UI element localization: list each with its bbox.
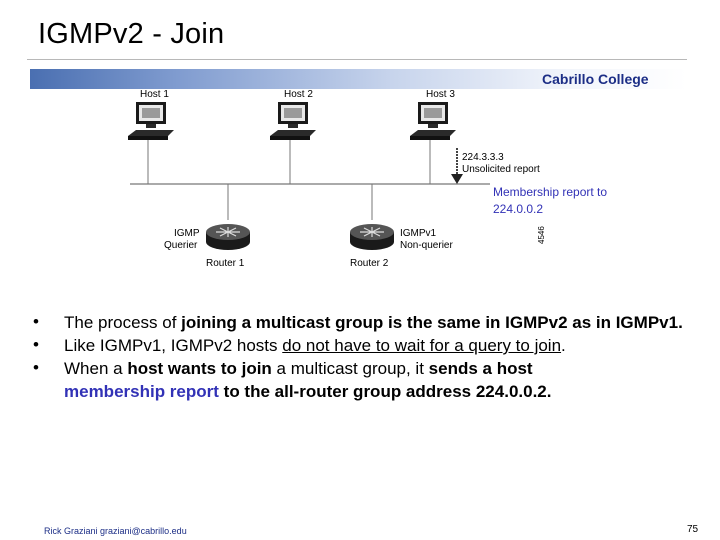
page-number: 75 xyxy=(687,524,699,535)
bullet3-text2: a multicast group, it xyxy=(271,359,429,378)
bullet1-bold-text: joining a multicast group is the same in… xyxy=(181,313,683,332)
bullet2-underlined-text: do not have to wait for a query to join xyxy=(282,336,562,355)
footer-author: Rick Graziani graziani@cabrillo.edu xyxy=(44,526,187,536)
bullet-item: • The process of joining a multicast gro… xyxy=(33,311,700,334)
title-divider xyxy=(27,59,687,60)
router1-label: Router 1 xyxy=(206,258,245,269)
host1-label: Host 1 xyxy=(140,89,169,100)
header-banner xyxy=(30,69,687,89)
bullet-list: • The process of joining a multicast gro… xyxy=(33,311,700,403)
report-address-label: 224.3.3.3 xyxy=(462,152,504,163)
bullet3-bold2: sends a host xyxy=(428,359,533,378)
college-name: Cabrillo College xyxy=(542,71,649,87)
bullet1-text: The process of xyxy=(64,313,182,332)
router2-icon xyxy=(350,224,394,250)
network-diagram: Host 1 Host 2 Host 3 224.3.3.3 Unsolicit… xyxy=(110,88,560,288)
bullet-dot-icon: • xyxy=(33,358,39,377)
bullet3-bold3: to the all-router group address 224.0.0.… xyxy=(218,382,552,401)
report-arrow-icon xyxy=(451,148,463,184)
membership-report-annotation: Membership report to 224.0.0.2 xyxy=(493,184,683,218)
bullet-item: • When a host wants to join a multicast … xyxy=(33,357,700,403)
bullet-item: • Like IGMPv1, IGMPv2 hosts do not have … xyxy=(33,334,700,357)
report-type-label: Unsolicited report xyxy=(462,164,540,175)
bullet2-end: . xyxy=(561,336,566,355)
querier-label: Querier xyxy=(164,240,198,251)
host2-label: Host 2 xyxy=(284,89,313,100)
host1-workstation-icon xyxy=(128,102,174,140)
bullet-dot-icon: • xyxy=(33,335,39,354)
bullet3-bold1: host wants to join xyxy=(127,359,272,378)
bullet3-highlight: membership report xyxy=(64,382,219,401)
figure-id-label: 4546 xyxy=(537,226,546,244)
host2-workstation-icon xyxy=(270,102,316,140)
router1-icon xyxy=(206,224,250,250)
bullet-dot-icon: • xyxy=(33,312,39,331)
nonquerier-label: Non-querier xyxy=(400,240,453,251)
igmp-label: IGMP xyxy=(174,228,200,239)
host3-workstation-icon xyxy=(410,102,456,140)
router2-label: Router 2 xyxy=(350,258,389,269)
diagram-graphics xyxy=(128,102,490,250)
bullet2-text: Like IGMPv1, IGMPv2 hosts xyxy=(64,336,283,355)
host3-label: Host 3 xyxy=(426,89,455,100)
igmpv1-label: IGMPv1 xyxy=(400,228,437,239)
annotation-line1: Membership report to xyxy=(493,185,608,199)
annotation-line2: 224.0.0.2 xyxy=(493,202,544,216)
bullet3-text: When a xyxy=(64,359,128,378)
slide-title: IGMPv2 - Join xyxy=(38,18,225,50)
